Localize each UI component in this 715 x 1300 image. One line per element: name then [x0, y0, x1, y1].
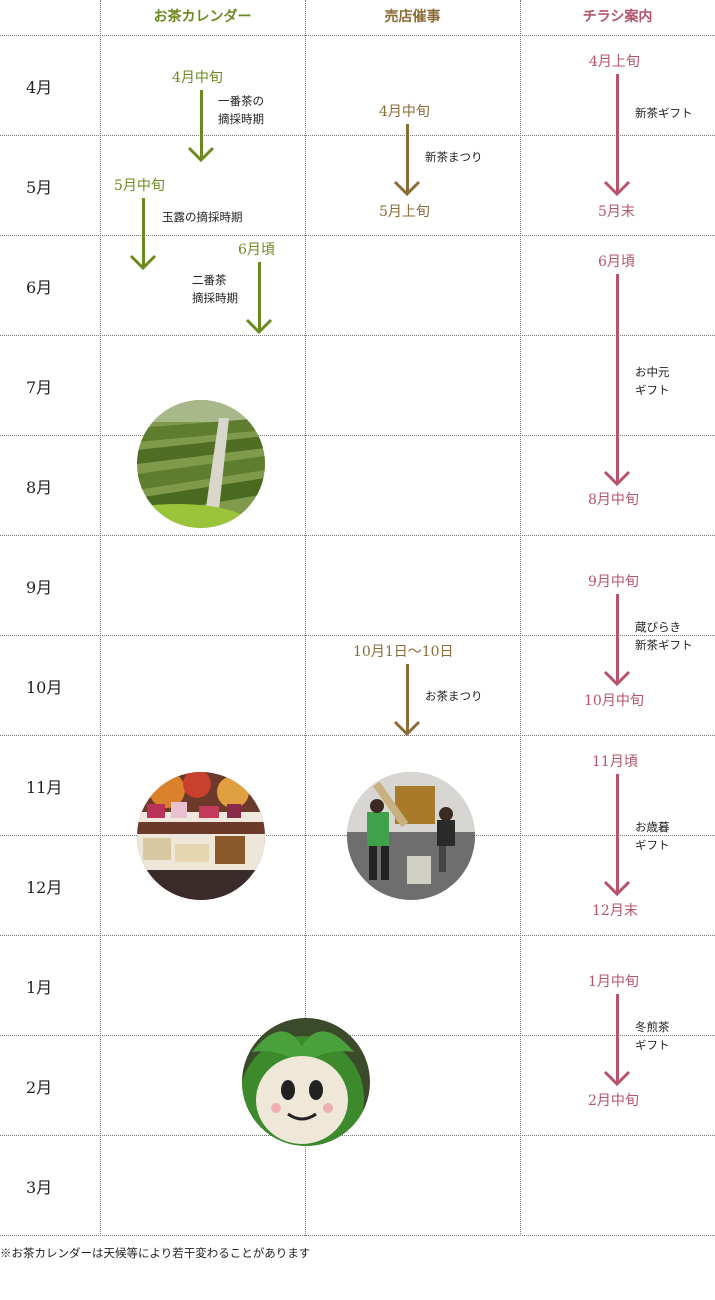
- row-divider: [0, 1035, 715, 1036]
- flyer-start-label: 6月頃: [598, 254, 635, 270]
- event-start-label: 10月1日～10日: [353, 644, 454, 660]
- tea-field-photo: [137, 400, 265, 528]
- flyer-end-label: 12月末: [592, 903, 638, 919]
- flyer-start-label: 11月頃: [592, 754, 638, 770]
- down-arrow-icon: [129, 198, 157, 270]
- row-divider: [0, 935, 715, 936]
- row-divider: [0, 735, 715, 736]
- row-divider: [0, 35, 715, 36]
- down-arrow-icon: [393, 124, 421, 196]
- shop-display-photo: [137, 772, 265, 900]
- row-divider: [0, 535, 715, 536]
- flyer-end-label: 2月中旬: [588, 1093, 639, 1109]
- flyer-start-label: 1月中旬: [588, 974, 639, 990]
- month-label: 7月: [26, 378, 53, 397]
- event-note: お茶まつり: [425, 689, 483, 703]
- month-label: 5月: [26, 178, 53, 197]
- month-label: 12月: [26, 878, 63, 897]
- month-label: 1月: [26, 978, 53, 997]
- down-arrow-icon: [187, 90, 215, 162]
- event-end-label: 5月上旬: [379, 204, 430, 220]
- column-divider: [305, 0, 306, 1236]
- row-divider: [0, 1135, 715, 1136]
- event-start-label: 4月中旬: [379, 104, 430, 120]
- column-divider: [520, 0, 521, 1236]
- calendar-start-label: 4月中旬: [172, 70, 223, 86]
- flyer-note: 冬煎茶ギフト: [635, 1020, 670, 1052]
- month-label: 11月: [26, 778, 63, 797]
- month-label: 3月: [26, 1178, 53, 1197]
- header-flyer-guide: チラシ案内: [582, 9, 653, 25]
- row-divider: [0, 235, 715, 236]
- mochi-pounding-photo: [347, 772, 475, 900]
- month-label: 10月: [26, 678, 63, 697]
- down-arrow-icon: [603, 74, 631, 196]
- month-label: 4月: [26, 78, 53, 97]
- calendar-note: 二番茶摘採時期: [192, 273, 238, 305]
- flyer-end-label: 10月中旬: [584, 693, 644, 709]
- row-divider: [0, 335, 715, 336]
- calendar-note: 玉露の摘採時期: [162, 210, 243, 224]
- header-tea-calendar: お茶カレンダー: [153, 9, 252, 25]
- month-label: 6月: [26, 278, 53, 297]
- row-divider: [0, 135, 715, 136]
- flyer-start-label: 4月上旬: [589, 54, 640, 70]
- calendar-start-label: 6月頃: [238, 242, 275, 258]
- flyer-note: お中元ギフト: [635, 365, 670, 397]
- footnote: ※お茶カレンダーは天候等により若干変わることがあります: [0, 1246, 311, 1260]
- header-shop-events: 売店催事: [384, 9, 441, 25]
- flyer-note: お歳暮ギフト: [635, 820, 670, 852]
- down-arrow-icon: [603, 774, 631, 896]
- calendar-start-label: 5月中旬: [114, 178, 165, 194]
- flyer-end-label: 8月中旬: [588, 492, 639, 508]
- row-divider: [0, 635, 715, 636]
- down-arrow-icon: [603, 994, 631, 1086]
- month-label: 9月: [26, 578, 53, 597]
- row-divider: [0, 1235, 715, 1236]
- mascot-photo: [242, 1018, 370, 1146]
- month-label: 2月: [26, 1078, 53, 1097]
- calendar-note: 一番茶の摘採時期: [218, 94, 264, 126]
- column-divider: [100, 0, 101, 1236]
- flyer-end-label: 5月末: [598, 204, 635, 220]
- row-divider: [0, 435, 715, 436]
- event-note: 新茶まつり: [425, 150, 483, 164]
- flyer-start-label: 9月中旬: [588, 574, 639, 590]
- down-arrow-icon: [245, 262, 273, 334]
- flyer-note: 新茶ギフト: [635, 106, 693, 120]
- down-arrow-icon: [393, 664, 421, 736]
- down-arrow-icon: [603, 274, 631, 486]
- flyer-note: 蔵びらき新茶ギフト: [635, 620, 693, 652]
- month-label: 8月: [26, 478, 53, 497]
- down-arrow-icon: [603, 594, 631, 686]
